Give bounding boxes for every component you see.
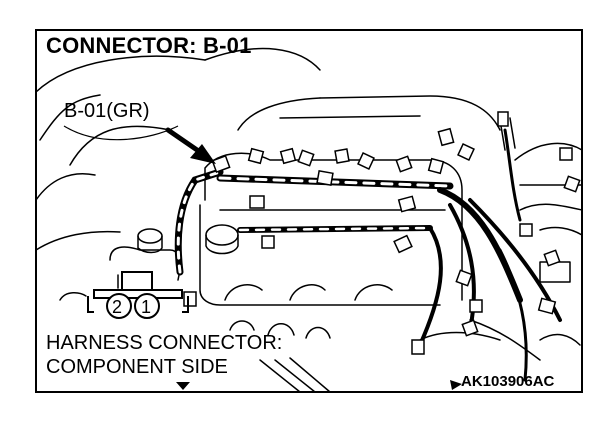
harness-connector xyxy=(357,152,375,170)
harness-connector xyxy=(395,155,413,173)
wire-harness xyxy=(503,128,522,222)
harness-connector xyxy=(469,299,483,313)
body-contour xyxy=(469,319,541,361)
body-contour xyxy=(319,95,501,131)
body-contour xyxy=(279,115,421,119)
harness-connector xyxy=(261,235,275,249)
body-contour xyxy=(69,125,171,166)
harness-connector xyxy=(543,249,561,267)
wire-harness xyxy=(418,226,443,347)
harness-connector xyxy=(211,155,231,173)
harness-connector xyxy=(563,175,581,193)
connector-view-label-line1: HARNESS CONNECTOR: xyxy=(46,332,283,354)
engine-cover xyxy=(289,284,326,301)
body-contour xyxy=(229,320,255,331)
right-machinery xyxy=(519,203,583,211)
body-contour xyxy=(35,55,206,93)
callout-leader xyxy=(63,125,179,141)
body-contour xyxy=(39,94,101,141)
body-contour xyxy=(35,230,121,251)
harness-connector xyxy=(334,148,350,164)
wire-harness xyxy=(238,226,432,232)
pin-number: 1 xyxy=(141,297,152,317)
harness-connector xyxy=(183,291,197,307)
right-machinery xyxy=(539,226,583,236)
harness-connector xyxy=(297,149,315,167)
wire-harness xyxy=(498,248,528,382)
harness-connector xyxy=(559,147,573,161)
oil-cap xyxy=(205,234,239,255)
harness-connector xyxy=(455,269,473,287)
diagram-title: CONNECTOR: B-01 xyxy=(46,33,252,58)
body-contour xyxy=(204,47,321,71)
harness-connector xyxy=(537,297,557,315)
harness-connector xyxy=(497,111,509,127)
harness-connector xyxy=(519,223,533,237)
harness-connector xyxy=(247,147,265,165)
harness-connector xyxy=(461,319,479,337)
harness-connector xyxy=(427,157,445,175)
connector-view-label-line2: COMPONENT SIDE xyxy=(46,356,228,378)
harness-connector xyxy=(411,339,425,355)
marker xyxy=(450,380,462,390)
body-contour xyxy=(35,173,96,201)
engine-cover xyxy=(199,204,441,306)
body-contour xyxy=(259,357,331,393)
harness-connector xyxy=(316,170,334,186)
harness-connector xyxy=(279,147,297,165)
harness-connector xyxy=(397,195,417,213)
body-contour xyxy=(305,326,331,339)
harness-connector xyxy=(249,195,265,209)
wire-harness xyxy=(174,168,224,276)
connector-callout-label: B-01(GR) xyxy=(64,100,150,122)
body-contour xyxy=(237,97,321,131)
engine-cover xyxy=(354,284,393,301)
harness-connector xyxy=(457,143,475,161)
reservoir xyxy=(137,235,163,254)
figure-code: AK103906AC xyxy=(461,373,555,390)
right-machinery xyxy=(514,142,583,161)
engine-cover xyxy=(224,284,263,301)
harness-connector xyxy=(393,234,413,254)
wire-harness xyxy=(218,176,452,188)
body-contour xyxy=(267,323,295,336)
right-machinery xyxy=(539,333,581,346)
body-contour xyxy=(419,331,501,341)
connector-face xyxy=(87,271,189,319)
marker xyxy=(176,382,190,390)
body-contour xyxy=(59,292,87,301)
pin-number: 2 xyxy=(112,297,123,317)
callout-arrow xyxy=(165,127,216,164)
wire-harness xyxy=(448,203,476,332)
harness-connector xyxy=(437,127,455,147)
